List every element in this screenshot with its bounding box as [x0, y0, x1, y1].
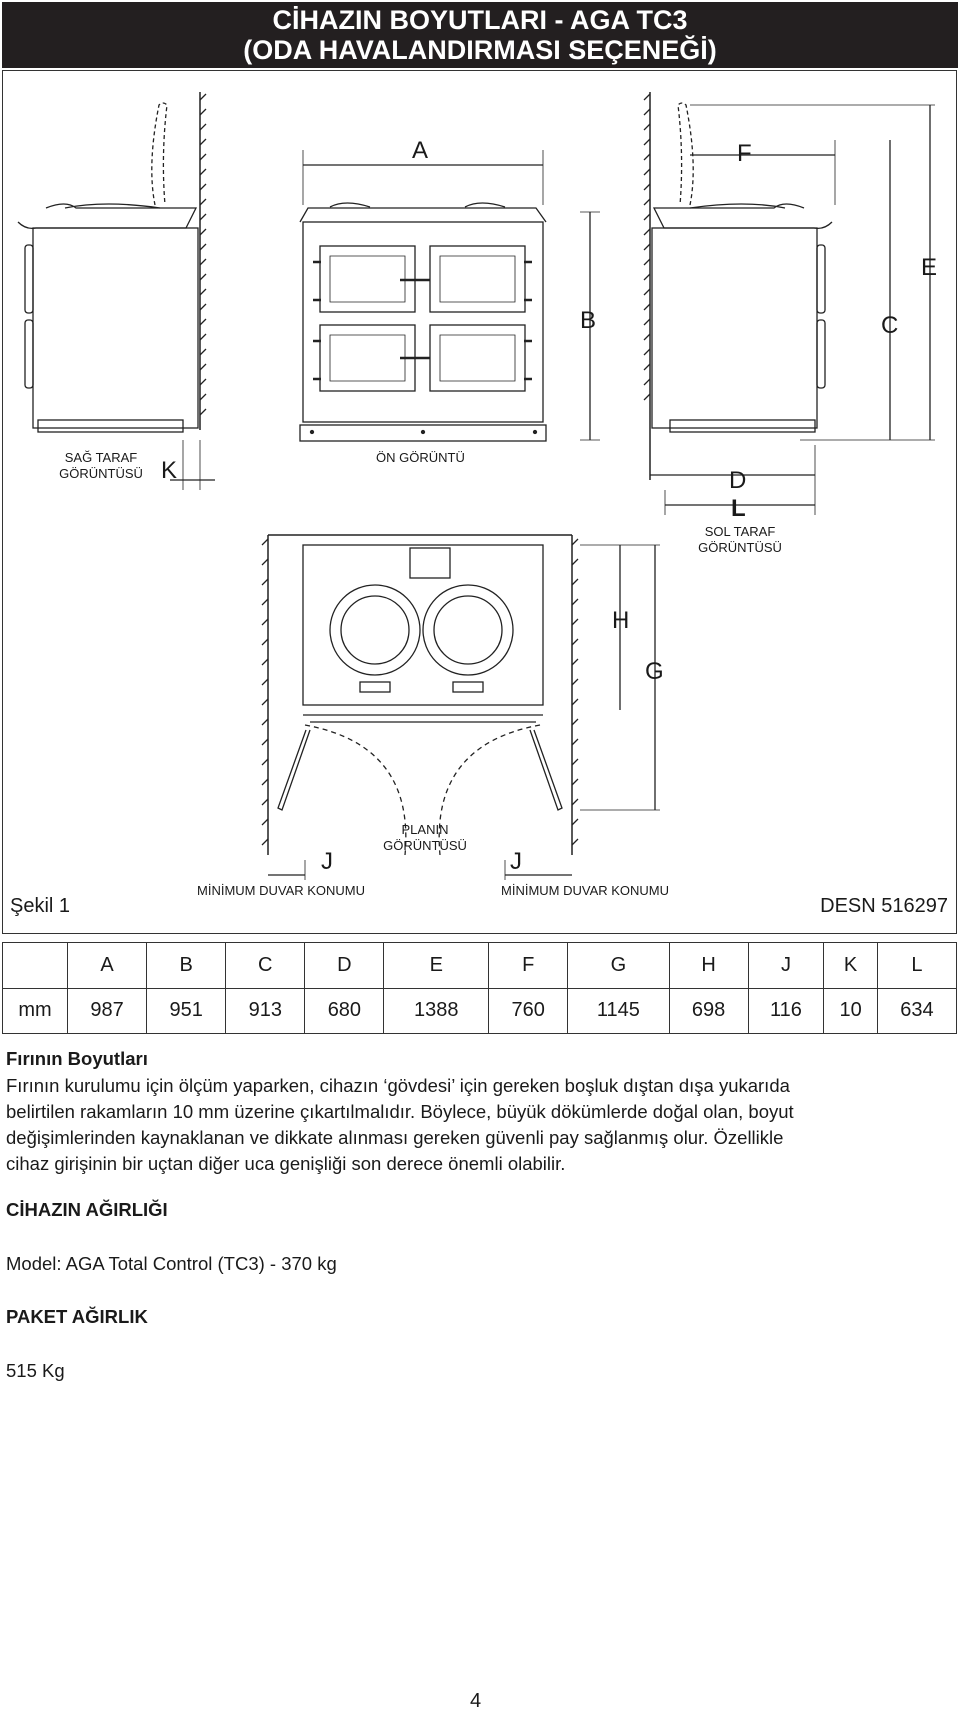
table-cell: 116: [747, 987, 825, 1034]
figure-frame: [2, 70, 957, 934]
section-heading-package: PAKET AĞIRLIK: [6, 1306, 148, 1327]
table-cell: C: [225, 942, 306, 989]
dim-letter-g: G: [645, 658, 664, 685]
min-wall-label-left: MİNİMUM DUVAR KONUMU: [197, 883, 366, 898]
table-cell: 1388: [383, 987, 490, 1034]
dim-letter-j-left: J: [321, 848, 333, 875]
drawing-number: DESN 516297: [820, 895, 948, 917]
dim-letter-d: D: [729, 467, 747, 494]
dim-letter-j-right: J: [510, 848, 522, 875]
left-side-view: [170, 92, 935, 515]
paragraph-line: Fırının kurulumu için ölçüm yaparken, ci…: [6, 1075, 790, 1096]
dim-letter-l: L: [731, 495, 746, 522]
table-cell: D: [304, 942, 385, 989]
table-cell: 1145: [567, 987, 670, 1034]
front-view-label: ÖN GÖRÜNTÜ: [376, 450, 465, 465]
dim-letter-f: F: [737, 140, 752, 167]
table-cell: E: [383, 942, 490, 989]
table-cell: B: [146, 942, 227, 989]
left-side-view-label: SOL TARAF GÖRÜNTÜSÜ: [698, 524, 782, 555]
dim-letter-e: E: [921, 254, 938, 281]
page-header: CİHAZIN BOYUTLARI - AGA TC3 (ODA HAVALAN…: [2, 2, 958, 68]
table-header-row: A B C D E F G H J K L: [2, 942, 958, 989]
figure-number: Şekil 1: [10, 895, 71, 917]
table-cell: L: [876, 942, 958, 989]
table-cell: G: [567, 942, 670, 989]
section-heading-dimensions: Fırının Boyutları: [6, 1048, 148, 1069]
table-cell: A: [66, 942, 148, 989]
table-cell: 698: [668, 987, 749, 1034]
table-cell: mm: [2, 987, 68, 1034]
table-cell: 760: [488, 987, 569, 1034]
table-cell: F: [488, 942, 569, 989]
page-number: 4: [470, 1690, 482, 1712]
table-cell: 680: [304, 987, 385, 1034]
table-cell: 913: [225, 987, 306, 1034]
plan-view: [261, 534, 660, 880]
dim-letter-b: B: [580, 307, 597, 334]
paragraph-line: değişimlerinden kaynaklanan ve dikkate a…: [6, 1127, 784, 1148]
table-cell: 634: [876, 987, 958, 1034]
dim-letter-k: K: [161, 457, 178, 484]
dim-letter-c: C: [881, 312, 899, 339]
table-row: mm 987 951 913 680 1388 760 1145 698 116…: [2, 987, 958, 1034]
dimensions-table: A B C D E F G H J K L mm 987 951 913 680…: [2, 942, 958, 1034]
table-cell: J: [747, 942, 825, 989]
right-side-view: [17, 92, 207, 433]
dim-letter-h: H: [612, 607, 630, 634]
section-heading-weight: CİHAZIN AĞIRLIĞI: [6, 1199, 168, 1220]
right-side-view-label: SAĞ TARAF GÖRÜNTÜSÜ: [59, 450, 143, 481]
table-cell: 951: [146, 987, 227, 1034]
table-cell: K: [823, 942, 878, 989]
header-title-line2: (ODA HAVALANDIRMASI SEÇENEĞİ): [243, 35, 717, 65]
plan-view-label: PLANIN GÖRÜNTÜSÜ: [383, 822, 467, 853]
header-title-line1: CİHAZIN BOYUTLARI - AGA TC3: [272, 5, 688, 35]
table-cell: [2, 942, 68, 989]
dimension-drawing: [17, 92, 935, 880]
front-view: [299, 150, 547, 442]
paragraph-line: cihaz girişinin bir uçtan diğer uca geni…: [6, 1153, 566, 1174]
paragraph-line: belirtilen rakamların 10 mm üzerine çıka…: [6, 1101, 794, 1122]
table-cell: 10: [823, 987, 878, 1034]
min-wall-label-right: MİNİMUM DUVAR KONUMU: [501, 883, 670, 898]
model-weight: Model: AGA Total Control (TC3) - 370 kg: [6, 1253, 337, 1274]
table-cell: 987: [66, 987, 148, 1034]
package-weight: 515 Kg: [6, 1360, 65, 1381]
table-cell: H: [668, 942, 749, 989]
dim-letter-a: A: [412, 137, 429, 164]
